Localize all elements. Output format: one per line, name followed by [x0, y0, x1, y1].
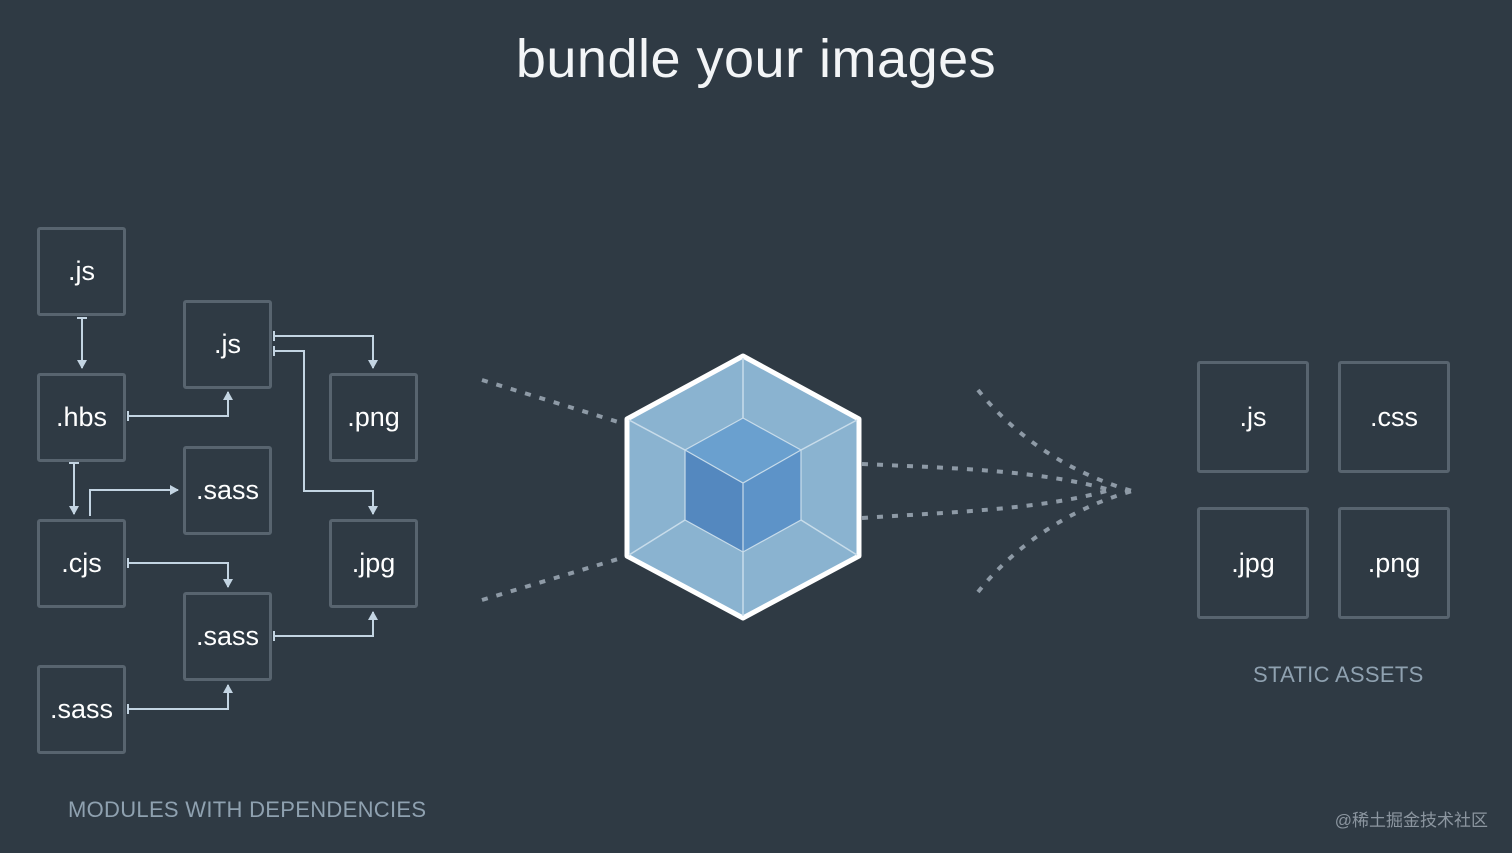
module-label: .js	[214, 329, 241, 359]
edge-cjs-to-sass	[89, 485, 179, 516]
module-cjs-box: .cjs	[37, 519, 126, 608]
edge-js-to-jpg	[274, 350, 378, 515]
flow-arrow-bottom	[976, 489, 1133, 594]
flow-line-out-top	[861, 462, 1111, 492]
edge-hbs-to-js	[128, 391, 233, 417]
module-label: .jpg	[351, 548, 396, 578]
flow-arrow-top	[976, 388, 1133, 493]
asset-label: .jpg	[1231, 547, 1275, 578]
module-label: .cjs	[61, 548, 102, 578]
flow-line-in-top	[481, 378, 629, 427]
module-label: .js	[68, 256, 95, 286]
module-hbs-box: .hbs	[37, 373, 126, 462]
asset-js-box: .js	[1197, 361, 1309, 473]
module-label: .png	[347, 402, 400, 432]
module-label: .sass	[195, 621, 260, 651]
module-label: .hbs	[55, 402, 108, 432]
module-png-box: .png	[329, 373, 418, 462]
module-label: .sass	[195, 475, 260, 505]
asset-png-box: .png	[1338, 507, 1450, 619]
module-js-box: .js	[37, 227, 126, 316]
assets-caption: STATIC ASSETS	[1253, 662, 1424, 687]
module-js-box: .js	[183, 300, 272, 389]
flow-line-out-bottom	[861, 488, 1111, 520]
module-label: .sass	[49, 694, 114, 724]
edge-cjs-to-sass2	[128, 562, 233, 588]
asset-label: .js	[1239, 401, 1267, 432]
webpack-cube-icon	[624, 353, 862, 621]
module-sass-box: .sass	[183, 592, 272, 681]
watermark: @稀土掘金技术社区	[1334, 811, 1488, 830]
edge-sass3-to-sass2	[128, 684, 233, 710]
asset-css-box: .css	[1338, 361, 1450, 473]
edge-js-to-png	[274, 335, 378, 369]
module-jpg-box: .jpg	[329, 519, 418, 608]
page-title: bundle your images	[515, 29, 997, 89]
flow-line-in-bottom	[481, 554, 629, 602]
module-sass-box: .sass	[183, 446, 272, 535]
edge-sass2-to-jpg	[274, 611, 378, 637]
modules-caption: MODULES WITH DEPENDENCIES	[68, 797, 427, 822]
asset-jpg-box: .jpg	[1197, 507, 1309, 619]
asset-label: .css	[1369, 401, 1418, 432]
asset-label: .png	[1367, 547, 1421, 578]
module-sass-box: .sass	[37, 665, 126, 754]
